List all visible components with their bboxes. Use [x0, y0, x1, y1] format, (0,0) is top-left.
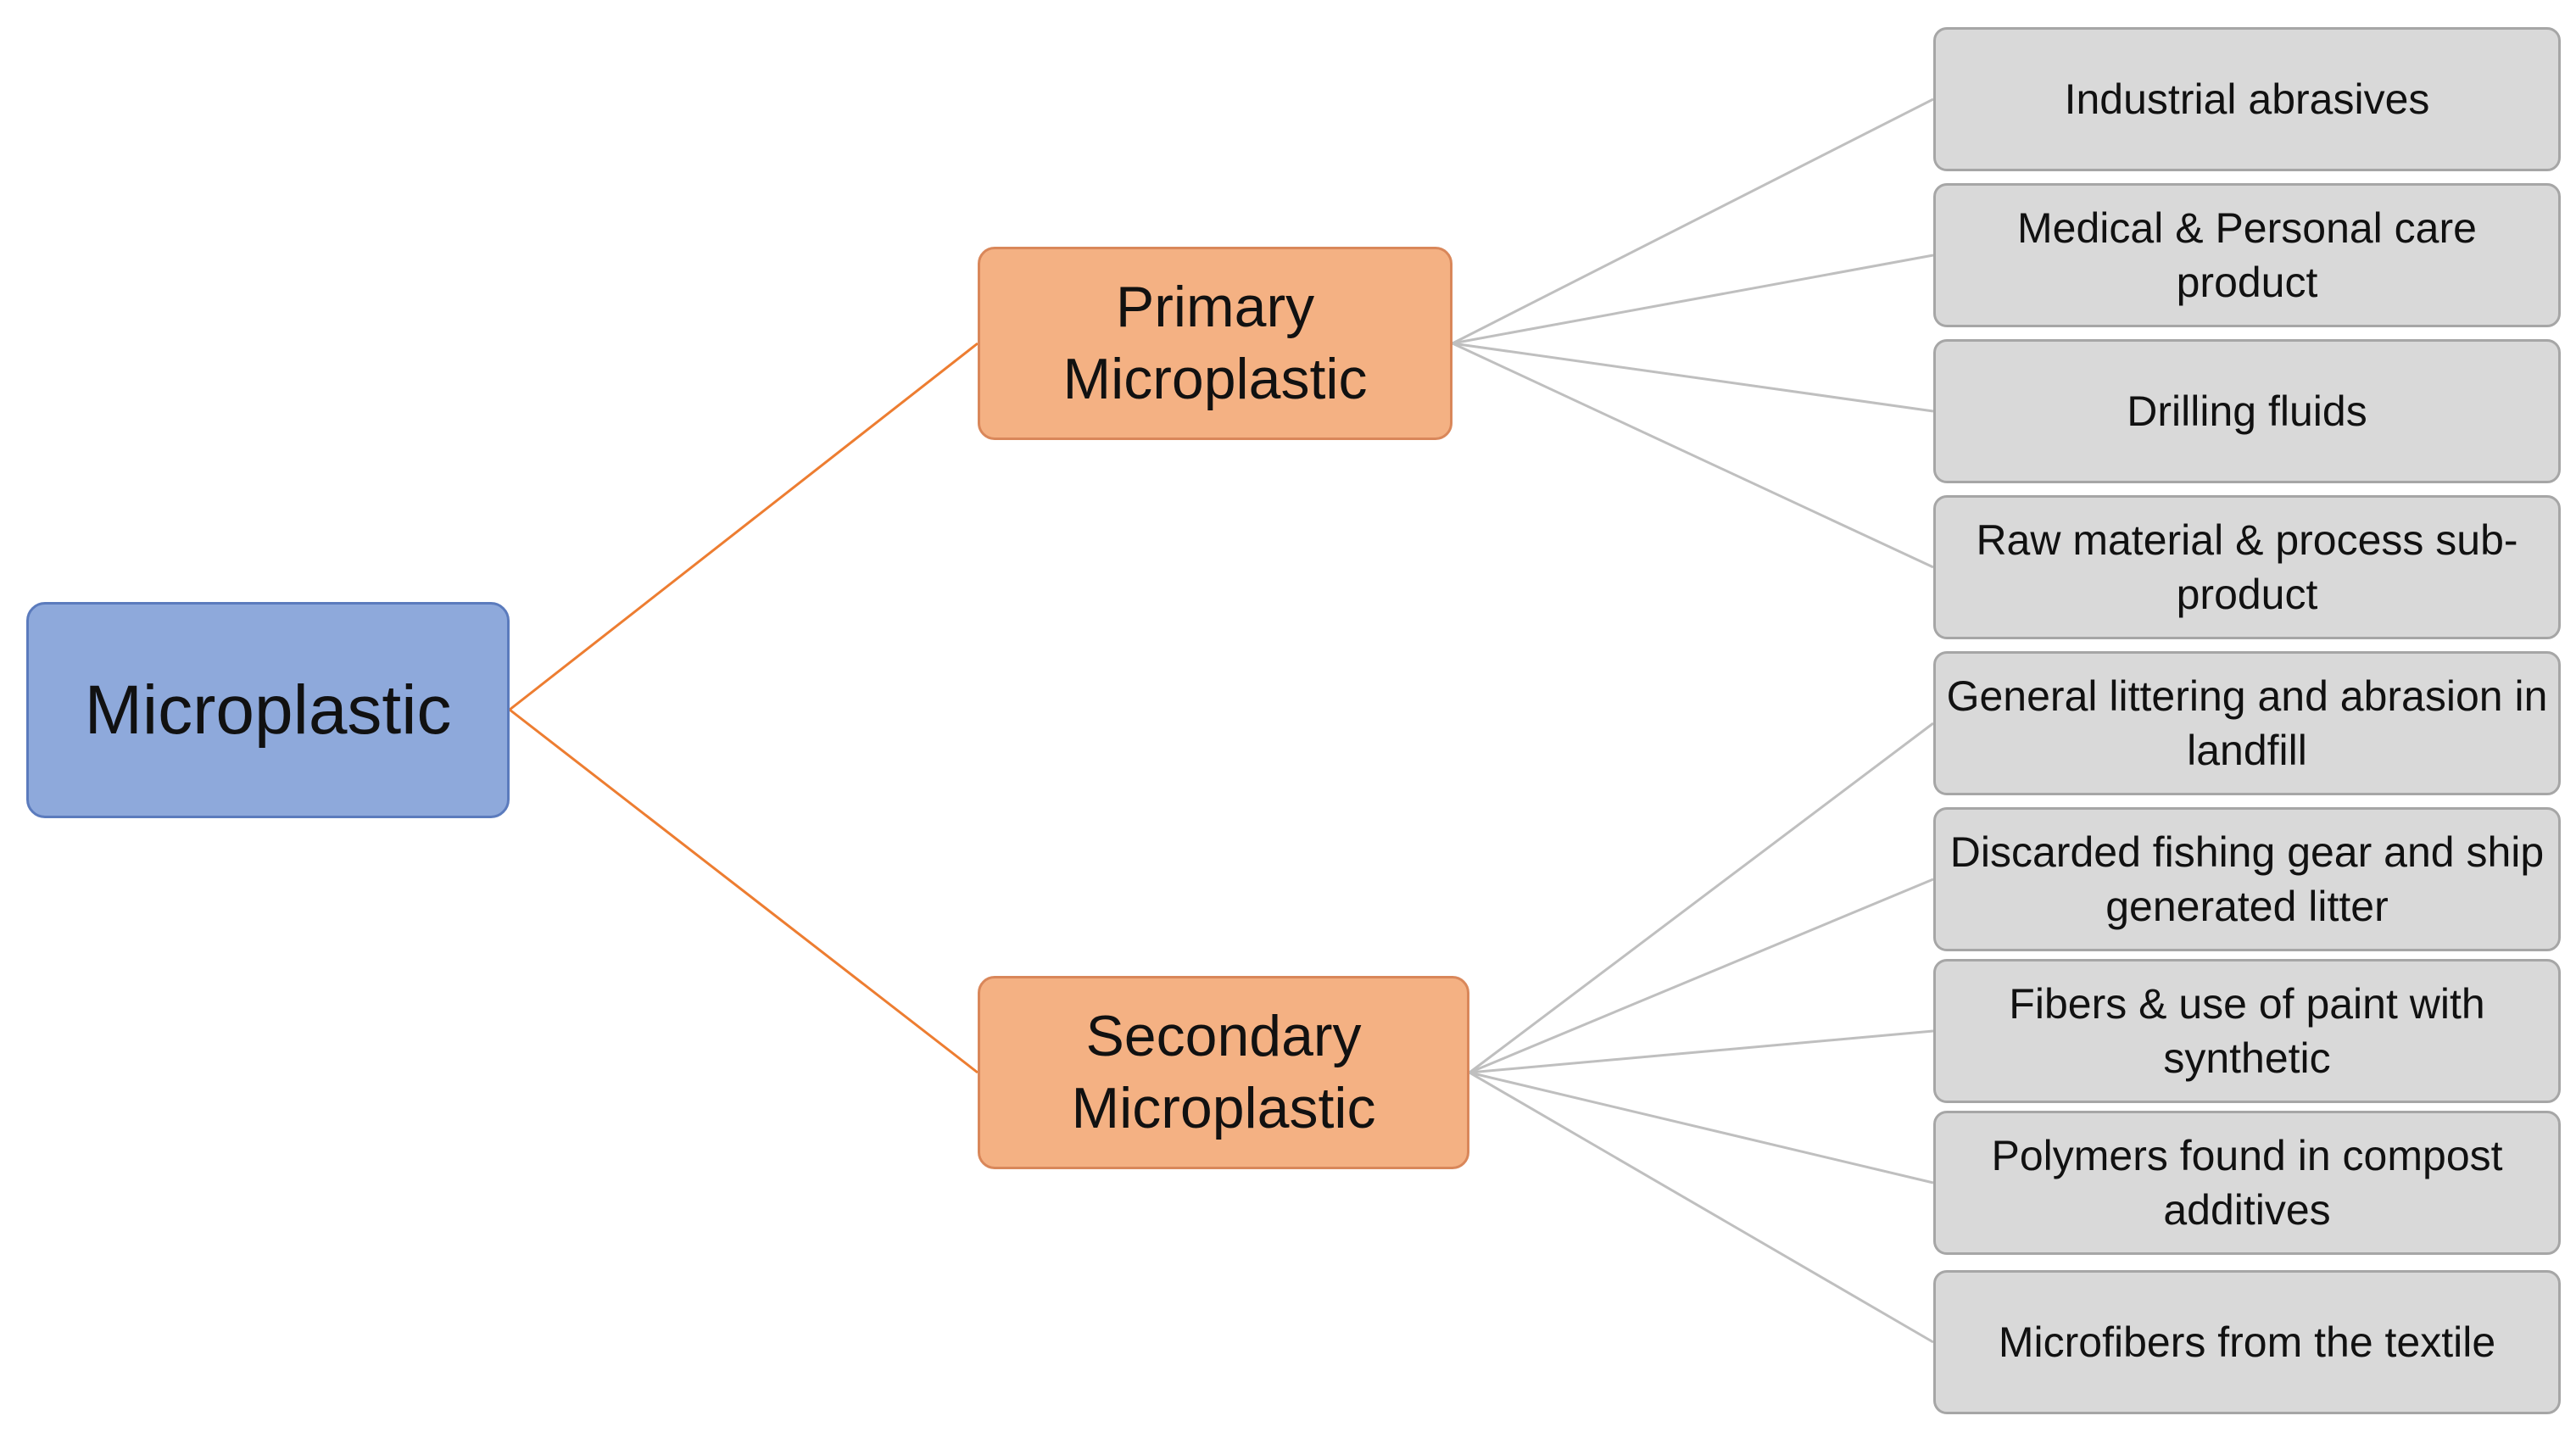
secondary-item-label: Polymers found in compost additives [1991, 1132, 2503, 1234]
primary-item-drilling-fluids: Drilling fluids [1933, 339, 2561, 483]
secondary-item-polymers-compost: Polymers found in compost additives [1933, 1111, 2561, 1255]
primary-item-industrial-abrasives: Industrial abrasives [1933, 27, 2561, 171]
category-secondary-label: Secondary Microplastic [1071, 1004, 1376, 1140]
category-primary-label: Primary Microplastic [1062, 275, 1368, 411]
primary-item-label: Drilling fluids [2127, 387, 2367, 435]
primary-item-label: Raw material & process sub-product [1976, 516, 2518, 618]
secondary-item-microfibers-textile: Microfibers from the textile [1933, 1270, 2561, 1414]
root-node-microplastic: Microplastic [26, 602, 510, 818]
secondary-item-label: Discarded fishing gear and ship generate… [1949, 828, 2545, 930]
category-node-secondary: Secondary Microplastic [978, 976, 1469, 1169]
connector-primary-item-1 [1452, 98, 1934, 345]
primary-item-medical-personal-care: Medical & Personal care product [1933, 183, 2561, 327]
connector-root-primary [509, 342, 979, 711]
primary-item-label: Industrial abrasives [2064, 75, 2430, 123]
connector-secondary-item-2 [1469, 878, 1934, 1074]
secondary-item-discarded-fishing-gear: Discarded fishing gear and ship generate… [1933, 807, 2561, 951]
secondary-item-label: Fibers & use of paint with synthetic [2009, 980, 2485, 1082]
connector-secondary-item-1 [1469, 722, 1934, 1074]
connector-primary-item-2 [1452, 254, 1934, 345]
connector-secondary-item-3 [1469, 1029, 1934, 1074]
connector-primary-item-4 [1452, 342, 1934, 569]
category-node-primary: Primary Microplastic [978, 247, 1452, 440]
connector-secondary-item-4 [1469, 1071, 1934, 1184]
secondary-item-general-littering: General littering and abrasion in landfi… [1933, 651, 2561, 795]
connector-secondary-item-5 [1469, 1071, 1934, 1344]
secondary-item-fibers-paint: Fibers & use of paint with synthetic [1933, 959, 2561, 1103]
secondary-item-label: Microfibers from the textile [1998, 1318, 2496, 1366]
connector-primary-item-3 [1452, 342, 1934, 413]
secondary-item-label: General littering and abrasion in landfi… [1946, 672, 2548, 774]
root-node-label: Microplastic [84, 671, 452, 749]
primary-item-label: Medical & Personal care product [2017, 204, 2477, 306]
connector-root-secondary [509, 708, 979, 1074]
primary-item-raw-material: Raw material & process sub-product [1933, 495, 2561, 639]
